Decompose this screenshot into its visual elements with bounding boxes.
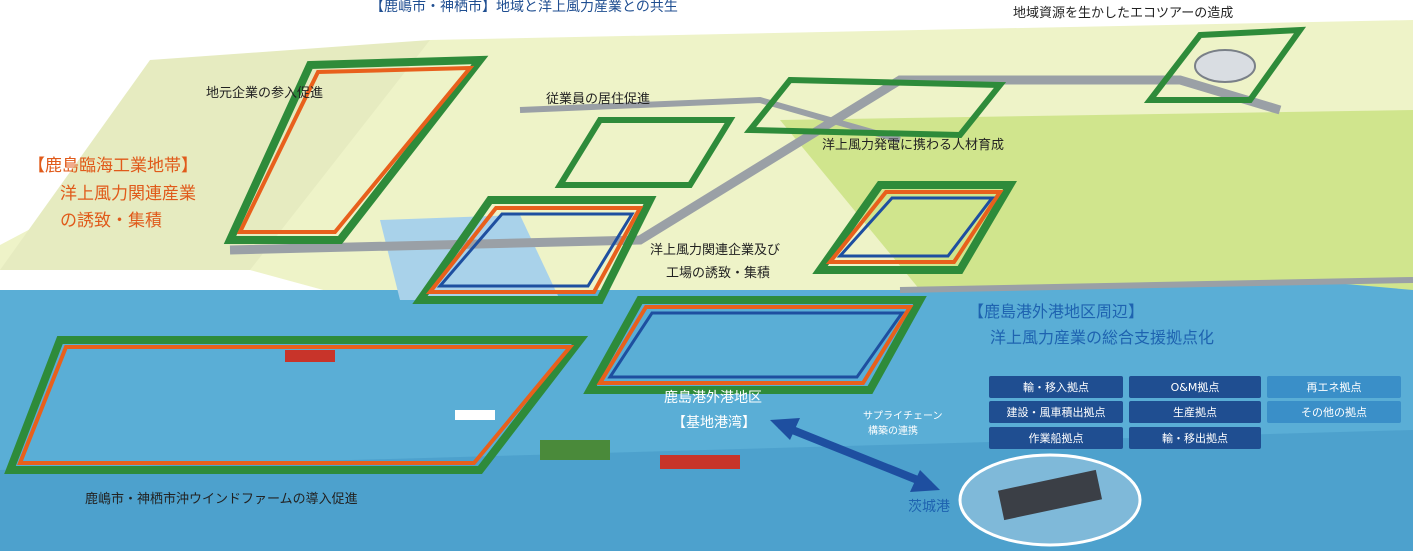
zone-windfarm: [4, 336, 589, 474]
zone-factories-left: [412, 196, 657, 304]
label-industrial-zone-line2: 洋上風力関連産業: [60, 184, 196, 204]
label-supply-chain-line1: サプライチェーン: [863, 411, 943, 422]
legend-box: 作業船拠点: [989, 427, 1123, 449]
zone-hr-training: [743, 76, 1007, 139]
label-industrial-zone-line1: 【鹿島臨海工業地帯】: [28, 156, 198, 176]
left-land-area: [0, 40, 430, 270]
legend-box: その他の拠点: [1267, 401, 1401, 423]
label-local-companies: 地元企業の参入促進: [206, 86, 324, 101]
legend-box: 再エネ拠点: [1267, 376, 1401, 398]
zone-factories-right: [812, 181, 1017, 274]
inner-harbor-water: [380, 215, 560, 300]
label-hr-training: 洋上風力発電に携わる人材育成: [822, 138, 1005, 153]
legend-box: 輸・移入拠点: [989, 376, 1123, 398]
diagram-title: 【鹿嶋市・神栖市】地域と洋上風力産業との共生: [370, 0, 678, 15]
supply-chain-arrow: [778, 421, 932, 489]
ship-shape: [285, 350, 335, 362]
label-ibaraki-port: 茨城港: [908, 499, 950, 515]
zone-base-port: [583, 296, 927, 394]
legend-box: 輸・移出拠点: [1129, 427, 1261, 449]
legend-box: 生産拠点: [1129, 401, 1261, 423]
legend-box: O&M拠点: [1129, 376, 1261, 398]
secondary-road: [519, 96, 901, 143]
zone-local-companies: [223, 55, 489, 244]
label-port-area-line1: 【鹿島港外港地区周辺】: [968, 302, 1145, 321]
green-field-area: [780, 110, 1413, 290]
stadium-shape: [1194, 49, 1256, 83]
label-workers: 従業員の居住促進: [546, 92, 651, 107]
label-factories-line2: 工場の誘致・集積: [666, 266, 771, 281]
legend-box: 建設・風車積出拠点: [989, 401, 1123, 423]
label-supply-chain-line2: 構築の連携: [868, 426, 918, 437]
coastal-road: [899, 277, 1413, 293]
label-base-port-line2: 【基地港湾】: [672, 415, 756, 431]
label-factories-line1: 洋上風力関連企業及び: [650, 243, 781, 258]
label-base-port-line1: 鹿島港外港地区: [664, 390, 762, 406]
zone-workers: [554, 117, 736, 188]
label-industrial-zone-line3: の誘致・集積: [60, 211, 162, 231]
label-windfarm: 鹿嶋市・神栖市沖ウインドファームの導入促進: [85, 492, 358, 507]
label-port-area-line2: 洋上風力産業の総合支援拠点化: [990, 328, 1215, 347]
zone-eco-tour: [1143, 26, 1307, 103]
label-eco-tour: 地域資源を生かしたエコツアーの造成: [1013, 6, 1234, 21]
